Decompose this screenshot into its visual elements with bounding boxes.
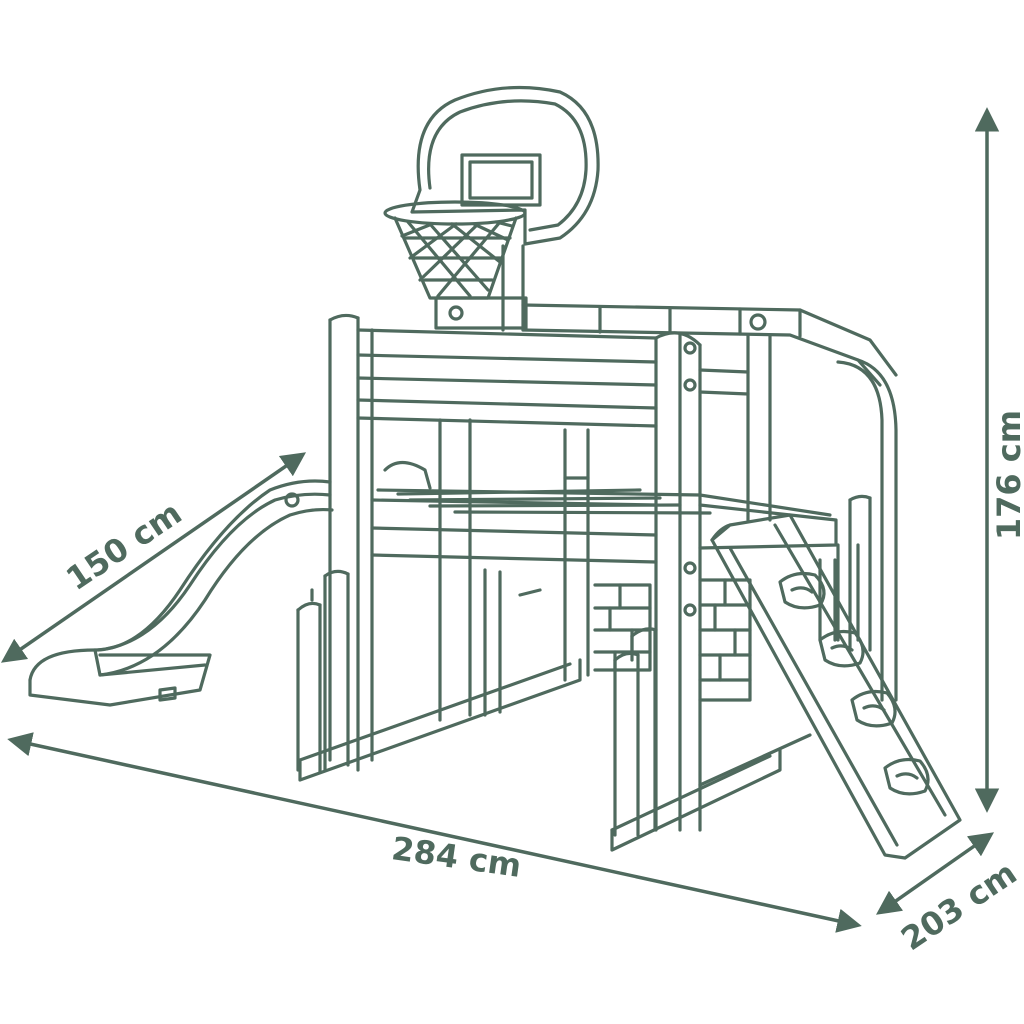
hoop-support-post [434,244,528,332]
rear-top-rail [521,303,898,387]
top-guard-rail [356,328,658,428]
depth-label: 203 cm [894,854,1023,958]
rear-right-frame [698,333,898,702]
height-label: 176 cm [990,410,1024,540]
deck-platform [370,460,838,564]
front-left-post [328,313,374,772]
brick-wall-panel [593,578,752,702]
depth-arrow [875,832,995,915]
playset-outline [28,85,962,860]
front-right-post [654,331,702,832]
inner-uprights [438,418,590,722]
left-log-pillars [296,569,350,774]
width-label: 284 cm [389,829,523,885]
slide-length-arrow [0,452,307,663]
dimension-lines [0,107,1000,933]
width-arrow [7,732,862,933]
